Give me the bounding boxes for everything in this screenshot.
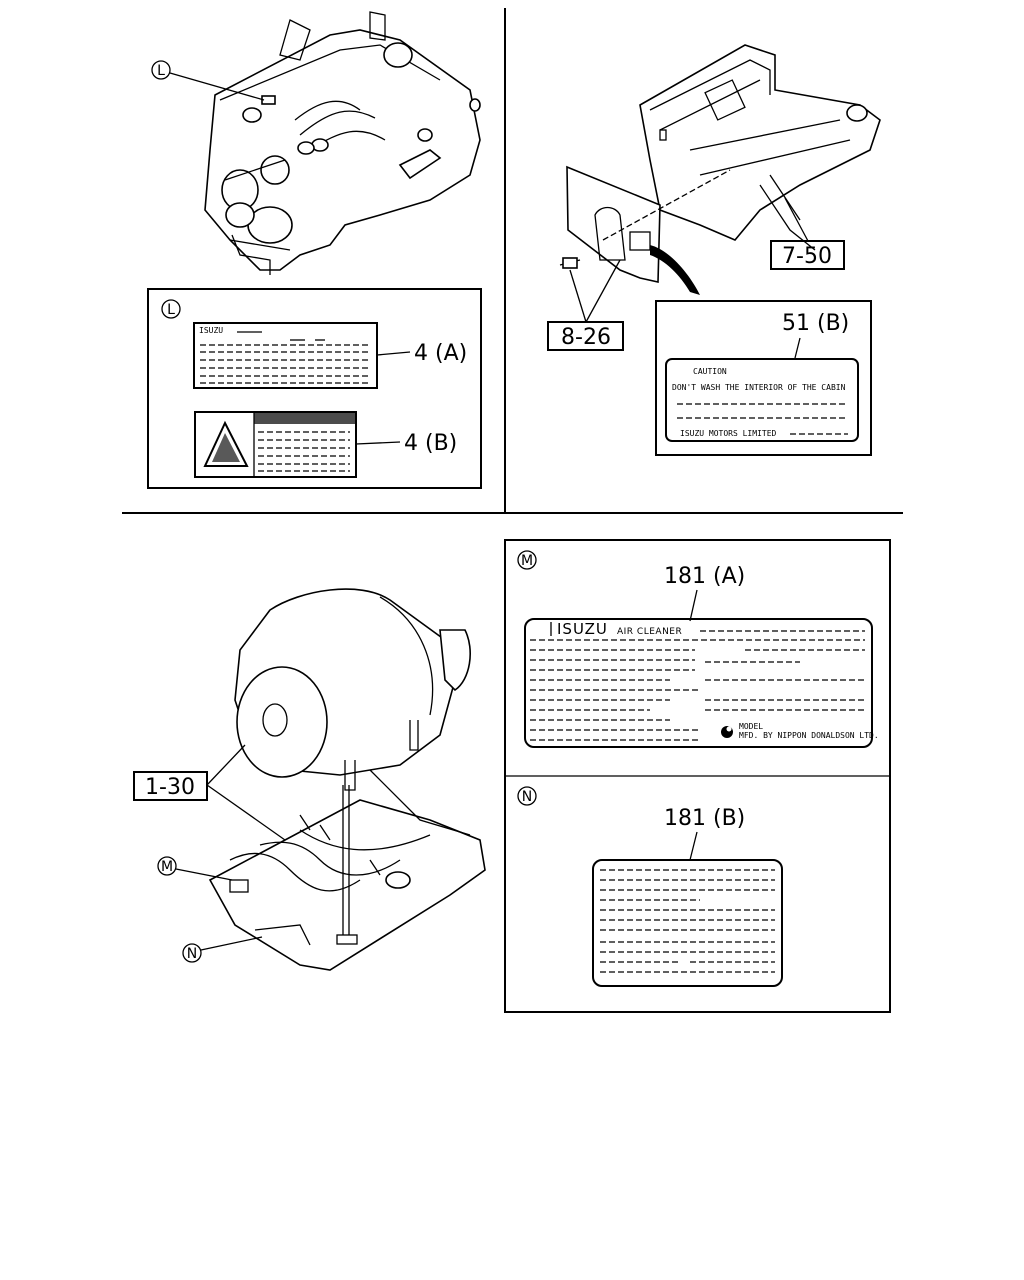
- svg-text:M: M: [521, 553, 533, 569]
- decal-51b: CAUTION DON'T WASH THE INTERIOR OF THE C…: [665, 358, 859, 442]
- svg-text:AIR CLEANER: AIR CLEANER: [617, 627, 682, 637]
- svg-text:1-30: 1-30: [145, 775, 195, 800]
- svg-text:51 (B): 51 (B): [782, 311, 849, 336]
- svg-text:L: L: [167, 302, 175, 318]
- svg-text:181 (A): 181 (A): [664, 564, 745, 589]
- cab-panel-part: [559, 165, 731, 295]
- svg-text:M: M: [161, 859, 173, 875]
- donaldson-logo-icon: [721, 726, 733, 738]
- svg-text:7-50: 7-50: [782, 244, 832, 269]
- cab-frame-illustration: [639, 44, 881, 251]
- svg-text:MFD. BY NIPPON DONALDSON LTD.: MFD. BY NIPPON DONALDSON LTD.: [739, 731, 879, 740]
- ref-1-30: 1-30: [133, 744, 286, 841]
- svg-text:MODEL: MODEL: [739, 722, 763, 731]
- decal-51b-box: 51 (B): [655, 300, 872, 456]
- svg-text:N: N: [522, 789, 532, 805]
- decal-181a: ISUZU AIR CLEANER MODEL MFD. BY NIPPON D…: [524, 618, 879, 748]
- svg-text:ISUZU: ISUZU: [557, 620, 608, 638]
- decal-4a: ISUZU 4 (A): [193, 322, 467, 389]
- svg-text:4 (B): 4 (B): [404, 431, 457, 456]
- svg-text:ISUZU: ISUZU: [199, 326, 223, 335]
- inset-n: N 181 (B): [517, 786, 745, 861]
- cab-floor-illustration: [208, 769, 486, 971]
- svg-text:181 (B): 181 (B): [664, 806, 745, 831]
- svg-text:CAUTION: CAUTION: [693, 367, 727, 376]
- svg-text:N: N: [187, 946, 197, 962]
- decal-181b: [592, 859, 783, 987]
- svg-text:L: L: [157, 63, 165, 79]
- decal-4b: 4 (B): [194, 411, 457, 478]
- marker-l-engine: L: [151, 60, 265, 101]
- inset-m-n-box: [504, 539, 891, 1013]
- ref-8-26: 8-26: [547, 259, 624, 351]
- inset-l-box: L: [147, 288, 482, 489]
- svg-text:8-26: 8-26: [561, 325, 611, 350]
- inset-m: M 181 (A): [517, 550, 745, 622]
- air-cleaner-illustration: [234, 588, 471, 791]
- svg-text:DON'T WASH THE INTERIOR OF THE: DON'T WASH THE INTERIOR OF THE CABIN: [672, 383, 846, 392]
- engine-illustration: [204, 11, 481, 275]
- ref-7-50: 7-50: [770, 197, 845, 270]
- marker-n-floor: N: [182, 936, 263, 963]
- svg-text:4 (A): 4 (A): [414, 341, 467, 366]
- marker-m-floor: M: [157, 856, 233, 881]
- warning-triangle-icon: [203, 420, 249, 467]
- section-dividers: [122, 8, 903, 514]
- svg-text:ISUZU MOTORS LIMITED: ISUZU MOTORS LIMITED: [680, 429, 777, 438]
